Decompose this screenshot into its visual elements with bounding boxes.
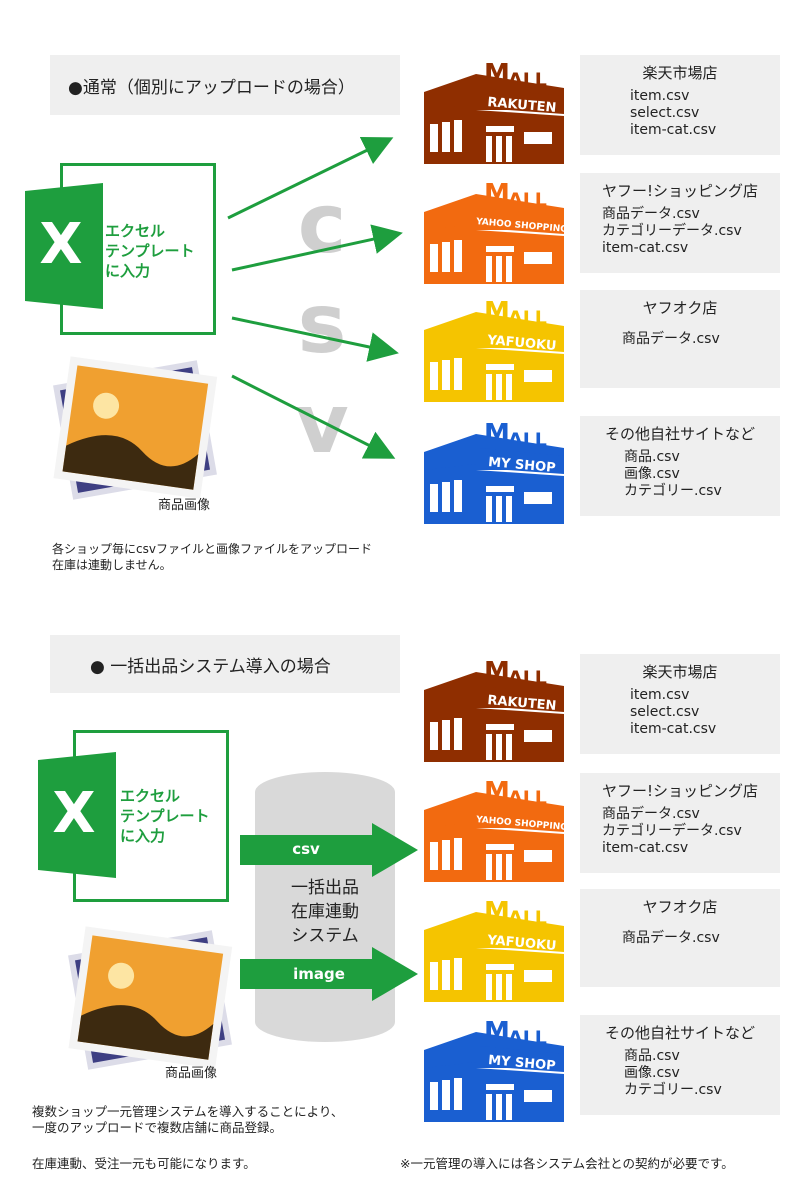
shop-file-name: カテゴリー.csv — [624, 1082, 722, 1098]
shop-name: その他自社サイトなど — [604, 425, 755, 443]
shop-file-list: 商品データ.csv — [580, 930, 780, 947]
shop-file-name: item-cat.csv — [630, 721, 717, 737]
section1-title: ●通常（個別にアップロードの場合） — [50, 55, 400, 115]
shop-name: 楽天市場店 — [642, 663, 718, 681]
shop-sign-text: MY SHOP — [487, 455, 556, 476]
upload-arrows — [227, 137, 403, 459]
excel-template-card: X エクセル テンプレート に入力 — [25, 163, 217, 335]
shop-info-box: ヤフオク店商品データ.csv — [580, 889, 780, 987]
excel-label: エクセル テンプレート に入力 — [120, 787, 210, 845]
section2-title: ● 一括出品システム導入の場合 — [50, 635, 400, 693]
shop-name: 楽天市場店 — [642, 64, 718, 82]
shop-file-name: カテゴリー.csv — [624, 483, 722, 499]
excel-icon: X — [25, 183, 103, 309]
shop-sign-text: YAFUOKU — [486, 333, 557, 354]
shop-file-list: 商品データ.csv — [580, 331, 780, 348]
section2-note: 複数ショップ一元管理システムを導入することにより、 一度のアップロードで複数店舗… — [32, 1104, 344, 1135]
shop-file-name: 商品データ.csv — [602, 206, 700, 222]
shop-sign-text: RAKUTEN — [487, 693, 557, 714]
shop-name: その他自社サイトなど — [604, 1024, 755, 1042]
excel-icon: X — [38, 752, 116, 878]
excel-label: エクセル テンプレート に入力 — [105, 222, 195, 280]
shop-file-name: 商品データ.csv — [622, 331, 720, 347]
shop-file-name: item-cat.csv — [602, 240, 689, 256]
shop-info-box: ヤフオク店商品データ.csv — [580, 290, 780, 388]
shop-name: ヤフオク店 — [642, 898, 718, 916]
system-label: 一括出品 在庫連動 システム — [291, 878, 359, 946]
shop-file-name: item-cat.csv — [630, 122, 717, 138]
product-image-icon — [68, 926, 233, 1070]
shop-name: ヤフー!ショッピング店 — [601, 782, 758, 800]
svg-text:X: X — [52, 781, 95, 846]
shop-sign-text: MY SHOP — [487, 1053, 556, 1074]
shop-file-name: 商品データ.csv — [622, 930, 720, 946]
footnote: ※一元管理の導入には各システム会社との契約が必要です。 — [400, 1156, 734, 1171]
shop-file-name: 商品.csv — [624, 449, 680, 465]
shop-file-name: カテゴリーデータ.csv — [602, 823, 742, 839]
product-image-icon — [53, 356, 218, 500]
shop-sign-text: RAKUTEN — [487, 95, 557, 116]
shop-name: ヤフオク店 — [642, 299, 718, 317]
shop-file-name: select.csv — [630, 105, 700, 121]
section2-note2: 在庫連動、受注一元も可能になります。 — [32, 1156, 256, 1171]
shop-file-name: 画像.csv — [624, 1065, 680, 1081]
shop-file-name: item.csv — [630, 88, 690, 104]
excel-template-card: X エクセル テンプレート に入力 — [38, 730, 230, 905]
shop-name: ヤフー!ショッピング店 — [601, 182, 758, 200]
product-image-label: 商品画像 — [158, 498, 211, 513]
product-image-label: 商品画像 — [165, 1066, 218, 1081]
shop-file-name: select.csv — [630, 704, 700, 720]
shop-sign-text: YAFUOKU — [486, 933, 557, 954]
csv-arrow — [240, 823, 418, 877]
shop-file-name: item-cat.csv — [602, 840, 689, 856]
shop-file-name: item.csv — [630, 687, 690, 703]
shop-file-name: 商品データ.csv — [602, 806, 700, 822]
csv-arrow-label: csv — [292, 840, 320, 858]
shop-file-name: 画像.csv — [624, 466, 680, 482]
section1-note: 各ショップ毎にcsvファイルと画像ファイルをアップロード 在庫は連動しません。 — [52, 542, 372, 572]
image-arrow-label: image — [293, 965, 345, 983]
shop-file-name: 商品.csv — [624, 1048, 680, 1064]
csv-letters: c s v — [295, 177, 349, 472]
shop-file-name: カテゴリーデータ.csv — [602, 223, 742, 239]
svg-text:X: X — [39, 212, 82, 277]
image-arrow — [240, 947, 418, 1001]
